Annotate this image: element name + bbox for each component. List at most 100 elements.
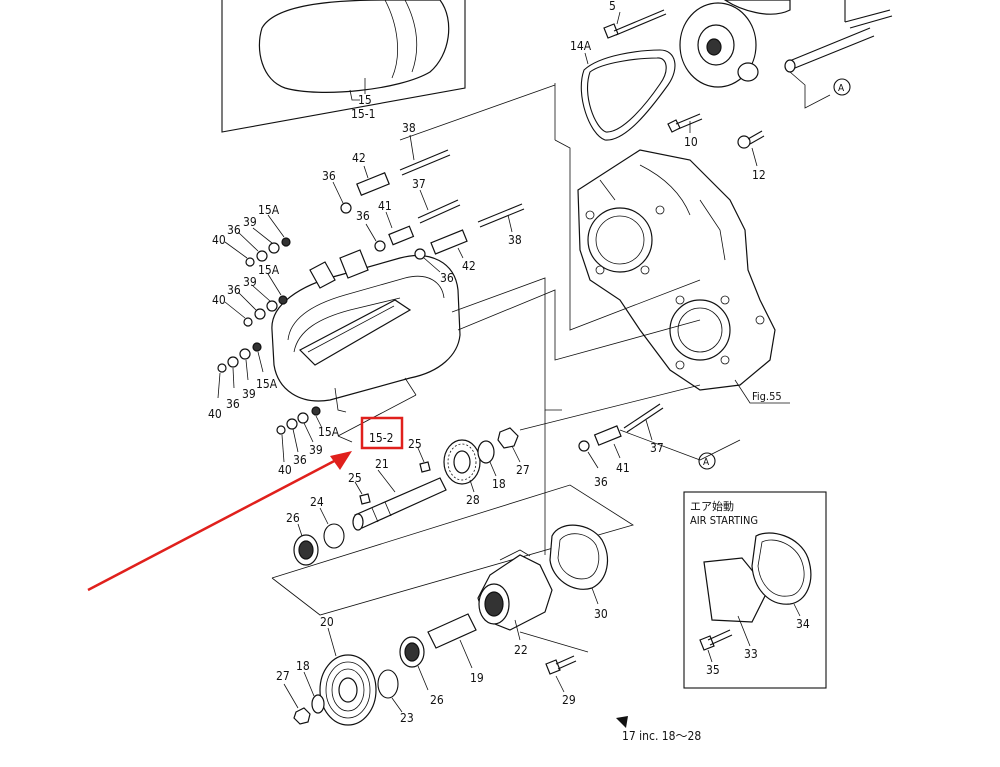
r3-label-15a: 15A [256,377,278,391]
label-18-a: 18 [492,477,506,491]
label-34: 34 [796,617,810,631]
label-37: 37 [412,177,426,191]
label-27-a: 27 [516,463,530,477]
reference-mark-a-top-label: A [838,83,845,94]
air-starting-inset [683,491,827,689]
reference-mark-a-mid-label: A [703,457,710,468]
pin-41-bottom [593,425,622,459]
label-24: 24 [310,495,324,509]
stud-38-right [477,203,525,233]
pin-41-top [385,211,415,246]
r1-label-39: 39 [243,215,257,229]
label-14a-top: 14A [570,39,592,53]
bolt-12 [737,130,765,167]
r3-label-39: 39 [242,387,256,401]
label-41-bottom: 41 [616,461,630,475]
bolt-29 [545,655,577,693]
stud-37-top [417,189,461,224]
label-23: 23 [400,711,414,725]
r2-label-39: 39 [243,275,257,289]
r4-label-40: 40 [278,463,292,477]
label-5: 5 [609,0,616,13]
label-26-b: 26 [430,693,444,707]
pin-42-top [356,165,390,196]
snap-ring-24 [323,523,345,549]
label-36-d: 36 [594,475,608,489]
key-25-a [419,461,431,473]
label-10: 10 [684,135,698,149]
label-20: 20 [320,615,334,629]
washer-36-d [578,440,590,452]
fan-pulley [679,0,791,88]
label-42-right: 42 [462,259,476,273]
label-33: 33 [744,647,758,661]
label-25-a: 25 [408,437,422,451]
washer-36-c [414,248,426,260]
ring-23 [377,669,399,699]
label-25-b: 25 [348,471,362,485]
gear-28 [443,439,481,493]
fastener-row-4 [276,406,323,463]
label-36-a: 36 [322,169,336,183]
fig-55-reference: Fig.55 [752,390,782,403]
footnote-text: 17 inc. 18～28 [622,729,701,743]
r4-label-15a: 15A [318,425,340,439]
nut-27-b [293,707,311,725]
bearing-26-b [399,636,429,691]
label-41-top: 41 [378,199,392,213]
bolt-5 [603,9,667,39]
highlight-box-15-2 [360,416,404,450]
fastener-row-2 [224,273,288,327]
footnote-arrow [616,716,628,728]
air-starting-title-en: AIR STARTING [690,514,758,527]
label-19: 19 [470,671,484,685]
r3-label-36: 36 [226,397,240,411]
reference-mark-a-mid [698,452,716,470]
washer-36-b [374,240,386,252]
r2-label-36: 36 [227,283,241,297]
air-starting-title-jp: エア始動 [690,499,734,513]
r2-label-40: 40 [212,293,226,307]
label-26-a: 26 [286,511,300,525]
gear-cover-15 [271,249,461,443]
bottom-group-frame [519,631,589,653]
r2-label-15a: 15A [258,263,280,277]
pin-42-right [430,229,468,259]
label-35: 35 [706,663,720,677]
label-28: 28 [466,493,480,507]
label-36-b: 36 [356,209,370,223]
shafts-top-right [784,0,893,109]
washer-36-a [340,202,352,214]
r4-label-39: 39 [309,443,323,457]
label-42-top: 42 [352,151,366,165]
label-18-b: 18 [296,659,310,673]
bearing-housing-22 [477,549,553,641]
fastener-row-1 [224,214,291,267]
assembly-leader-lines [399,83,741,555]
label-21: 21 [375,457,389,471]
crank-pulley-20 [319,627,377,726]
r1-label-40: 40 [212,233,226,247]
label-37-bottom: 37 [650,441,664,455]
shaft-group-frame [271,484,634,616]
label-36-c: 36 [440,271,454,285]
r3-label-40: 40 [208,407,222,421]
label-15: 15 [358,93,372,107]
r1-label-15a: 15A [258,203,280,217]
reference-mark-a-top [833,78,851,96]
label-30: 30 [594,607,608,621]
label-12: 12 [752,168,766,182]
sleeve-19 [427,613,477,649]
r4-label-36: 36 [293,453,307,467]
highlight-arrow-line [87,456,341,592]
label-15-1: 15-1 [351,107,376,121]
washer-18-b [311,694,325,714]
inset-box-15 [221,0,466,133]
shaft-21 [352,469,447,531]
washer-18-a [477,440,495,464]
label-38-top: 38 [402,121,416,135]
bearing-26-a [293,523,319,566]
label-22: 22 [514,643,528,657]
label-15-2: 15-2 [369,431,394,445]
